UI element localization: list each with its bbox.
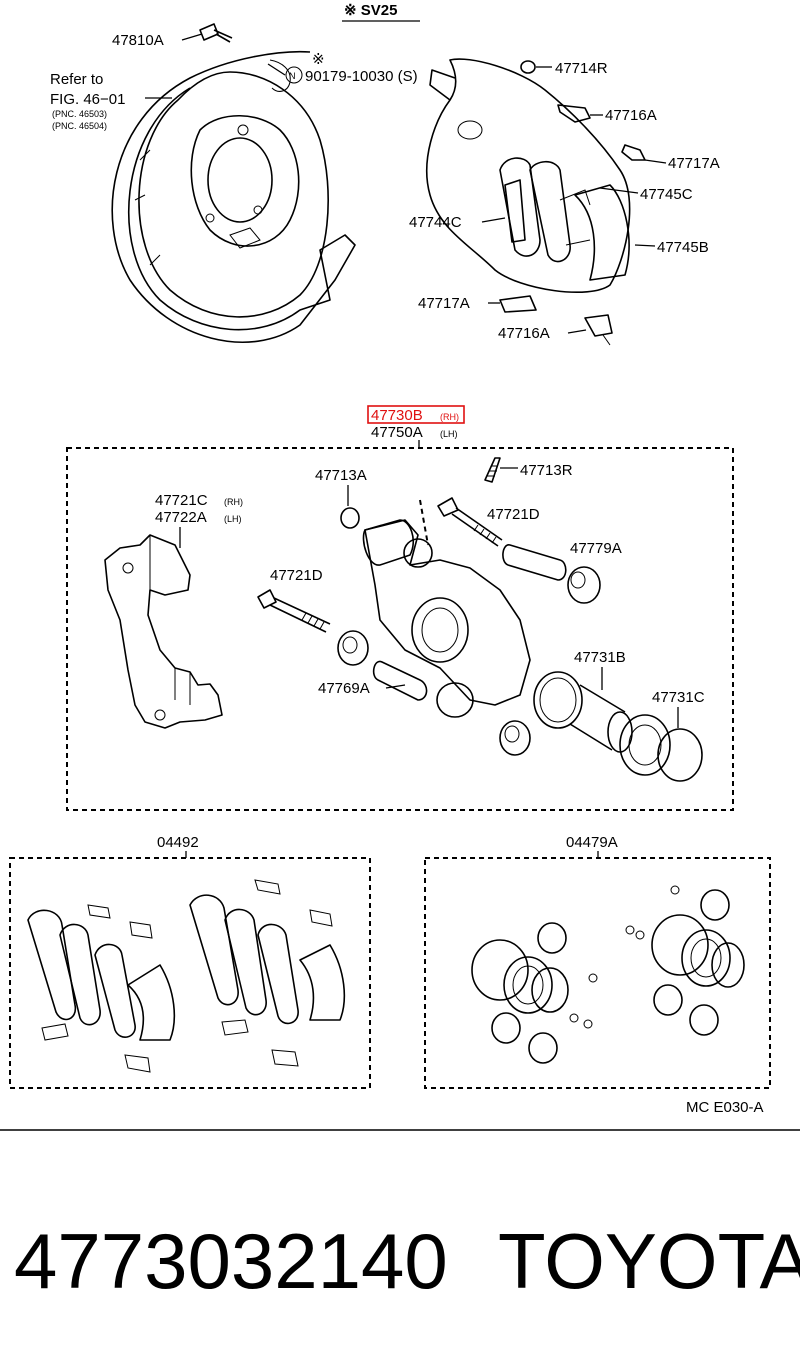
label-47730b: 47730B bbox=[371, 407, 423, 424]
kit-04492-frame bbox=[9, 857, 371, 1089]
label-refer-to: Refer to bbox=[50, 71, 103, 88]
label-47745b: 47745B bbox=[657, 239, 709, 256]
label-pnc-2: (PNC. 46504) bbox=[52, 121, 107, 131]
caliper-assembly-frame bbox=[66, 447, 734, 811]
label-47722a: 47722A bbox=[155, 509, 207, 526]
label-fig-ref: FIG. 46−01 bbox=[50, 91, 125, 108]
bolt-47810a-drawing bbox=[199, 23, 233, 43]
label-47779a: 47779A bbox=[570, 540, 622, 557]
label-47716a-top: 47716A bbox=[605, 107, 657, 124]
shim-47716a-top bbox=[557, 104, 591, 123]
caliper-body-drawing bbox=[362, 499, 531, 718]
label-47750a: 47750A bbox=[371, 424, 423, 441]
label-47721c: 47721C bbox=[155, 492, 208, 509]
boot-drawing bbox=[337, 630, 428, 701]
note-mark: ※ bbox=[312, 51, 325, 68]
caliper-pads-drawing bbox=[426, 58, 631, 294]
n-symbol-circle bbox=[285, 66, 303, 84]
label-47717a-top: 47717A bbox=[668, 155, 720, 172]
pin-47779a bbox=[502, 544, 601, 604]
label-47731c: 47731C bbox=[652, 689, 705, 706]
label-90179: 90179-10030 (S) bbox=[305, 68, 418, 85]
bolt-47721d-left bbox=[257, 589, 331, 633]
highlight-47730b bbox=[367, 405, 465, 424]
shim-47716a-bottom bbox=[584, 314, 613, 346]
label-kit-04492: 04492 bbox=[157, 834, 199, 851]
label-47744c: 47744C bbox=[409, 214, 462, 231]
label-47730b-suffix: (RH) bbox=[440, 412, 459, 422]
bleeder-47713r bbox=[484, 457, 501, 483]
n-symbol: N bbox=[289, 71, 296, 81]
label-kit-04479a: 04479A bbox=[566, 834, 618, 851]
label-47713r: 47713R bbox=[520, 462, 573, 479]
boot-lower bbox=[499, 720, 531, 756]
section-title: ※ SV25 bbox=[344, 2, 397, 19]
label-47721d-left: 47721D bbox=[270, 567, 323, 584]
kit-04479a-frame bbox=[424, 857, 771, 1089]
brand-name: TOYOTA bbox=[498, 1217, 800, 1305]
label-47731b: 47731B bbox=[574, 649, 626, 666]
bolt-47721d-top bbox=[437, 497, 503, 547]
label-47745c: 47745C bbox=[640, 186, 693, 203]
label-pnc-1: (PNC. 46503) bbox=[52, 109, 107, 119]
kit-04479a-drawing bbox=[471, 885, 745, 1064]
plug-47713a bbox=[340, 507, 360, 529]
label-47716a-bottom: 47716A bbox=[498, 325, 550, 342]
caliper-bracket-drawing bbox=[104, 534, 223, 729]
spring-47717a-bottom bbox=[499, 295, 537, 313]
label-47769a: 47769A bbox=[318, 680, 370, 697]
kit-04492-drawing bbox=[27, 879, 346, 1073]
label-47722a-suffix: (LH) bbox=[224, 514, 242, 524]
clip-47714r bbox=[520, 60, 536, 74]
backing-plate-drawing bbox=[111, 50, 356, 344]
spring-47717a-top bbox=[621, 144, 646, 161]
label-47713a: 47713A bbox=[315, 467, 367, 484]
label-47721c-suffix: (RH) bbox=[224, 497, 243, 507]
footer-code: MC E030-A bbox=[686, 1099, 764, 1116]
label-47721d-top: 47721D bbox=[487, 506, 540, 523]
part-number: 4773032140 bbox=[14, 1217, 448, 1305]
label-47714r: 47714R bbox=[555, 60, 608, 77]
label-47717a-bottom: 47717A bbox=[418, 295, 470, 312]
label-47810a: 47810A bbox=[112, 32, 164, 49]
piston-seals-drawing bbox=[533, 671, 703, 782]
label-47750a-suffix: (LH) bbox=[440, 429, 458, 439]
